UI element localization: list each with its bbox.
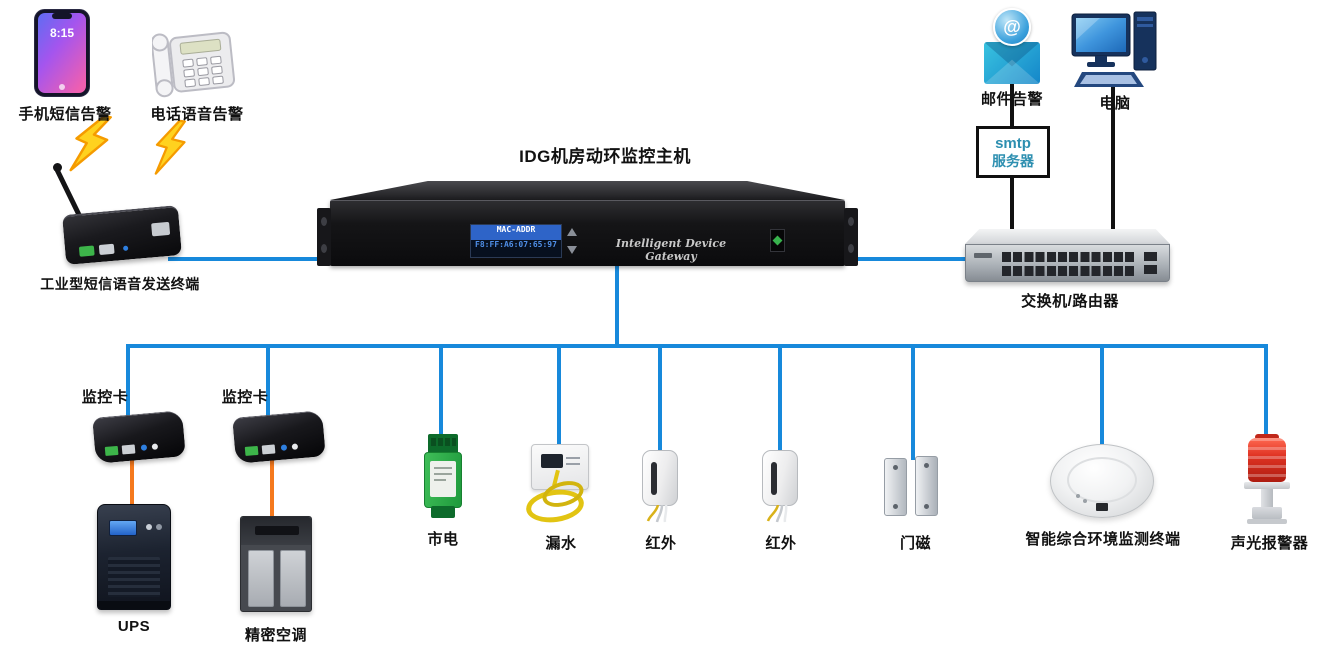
drop-env-line [1100, 344, 1104, 448]
email-alert-label: 邮件告警 [980, 91, 1043, 108]
terminal-body [62, 205, 182, 265]
drop-card1-line [126, 344, 130, 416]
drop-ir1-line [658, 344, 662, 454]
card1-label: 监控卡 [81, 389, 129, 406]
lcd-line2: F8:FF:A6:07:65:97 [475, 240, 557, 249]
terminal-label: 工业型短信语音发送终端 [40, 276, 200, 292]
rack-ear-left [317, 208, 331, 266]
drop-door-line [911, 344, 915, 460]
monitor-card-2-device [232, 410, 326, 466]
voice-alert-label: 电话语音告警 [150, 106, 244, 123]
ups-device [97, 504, 171, 610]
smtp-server-box: smtp 服务器 [976, 126, 1050, 178]
drop-alarm-line [1264, 344, 1268, 440]
drop-card2-line [266, 344, 270, 416]
switch-label: 交换机/路由器 [1021, 293, 1119, 310]
door-label: 门磁 [899, 535, 931, 552]
telephone-icon [150, 26, 236, 103]
card2-label: 监控卡 [221, 389, 269, 406]
mains-label: 市电 [427, 531, 459, 548]
drop-ir2-line [778, 344, 782, 454]
host-brand-text: Intelligent Device Gateway [615, 237, 727, 263]
desktop-computer-icon [1070, 10, 1160, 95]
bus-line [126, 344, 1268, 348]
rack-ear-right [844, 208, 858, 266]
smtp-line1: smtp [995, 135, 1031, 152]
rack-top-face [330, 181, 845, 200]
water-leak-controller [531, 444, 589, 490]
env-monitor-dome [1050, 444, 1154, 518]
email-envelope-icon: @ [982, 8, 1044, 84]
terminal-to-host-line [168, 257, 326, 261]
water-leak-cable-coil [524, 469, 594, 528]
host-to-switch-line [846, 257, 968, 261]
smtp-line2: 服务器 [992, 153, 1034, 169]
host-rack-body [330, 200, 845, 266]
sms-alert-label: 手机短信告警 [18, 106, 112, 123]
infrared-sensor-1 [642, 450, 682, 526]
switch-ports-row2 [1002, 266, 1136, 276]
air-conditioner-device [240, 516, 312, 612]
pc-to-switch-line [1111, 86, 1115, 234]
ups-display [109, 520, 137, 536]
switch-top-face [965, 229, 1170, 244]
svg-text:8:15: 8:15 [50, 26, 74, 40]
at-symbol-badge: @ [993, 8, 1031, 46]
smartphone-icon: 8:15 [33, 8, 91, 103]
monitor-card-1-device [92, 410, 186, 466]
switch-ports-row1 [1002, 252, 1136, 262]
infrared-sensor-2 [762, 450, 802, 526]
host-to-bus-line [615, 264, 619, 348]
lightning-icon-2 [149, 116, 192, 184]
sms-terminal-device [53, 160, 198, 270]
switch-sfp-port2 [1144, 265, 1157, 274]
alarm-label: 声光报警器 [1230, 535, 1309, 552]
host-logo-badge [770, 229, 785, 252]
env-label: 智能综合环境监测终端 [1025, 531, 1181, 548]
card1-to-ups-line [130, 458, 134, 508]
smtp-to-switch-line [1010, 176, 1014, 234]
ir1-label: 红外 [645, 535, 677, 552]
door-magnet-sensor [884, 456, 940, 518]
lcd-up-button [567, 228, 577, 236]
network-switch-device [965, 244, 1170, 282]
host-title: IDG机房动环监控主机 [519, 147, 691, 166]
lightning-icon-1 [62, 108, 118, 185]
drop-water-line [557, 344, 561, 448]
ir2-label: 红外 [765, 535, 797, 552]
lcd-line1: MAC-ADDR [471, 225, 561, 240]
lcd-down-button [567, 246, 577, 254]
drop-mains-line [439, 344, 443, 438]
ups-vents [108, 557, 160, 597]
email-to-smtp-line [1010, 80, 1014, 126]
ac-label: 精密空调 [244, 627, 307, 644]
sound-light-alarm-device [1244, 434, 1292, 528]
water-label: 漏水 [545, 535, 577, 552]
host-lcd: MAC-ADDR F8:FF:A6:07:65:97 [470, 224, 562, 258]
pc-label: 电脑 [1099, 95, 1131, 112]
antenna-tip [53, 163, 62, 172]
mains-power-module [424, 434, 462, 518]
card2-to-ac-line [270, 458, 274, 520]
ups-label: UPS [117, 618, 151, 635]
switch-sfp-port1 [1144, 252, 1157, 261]
